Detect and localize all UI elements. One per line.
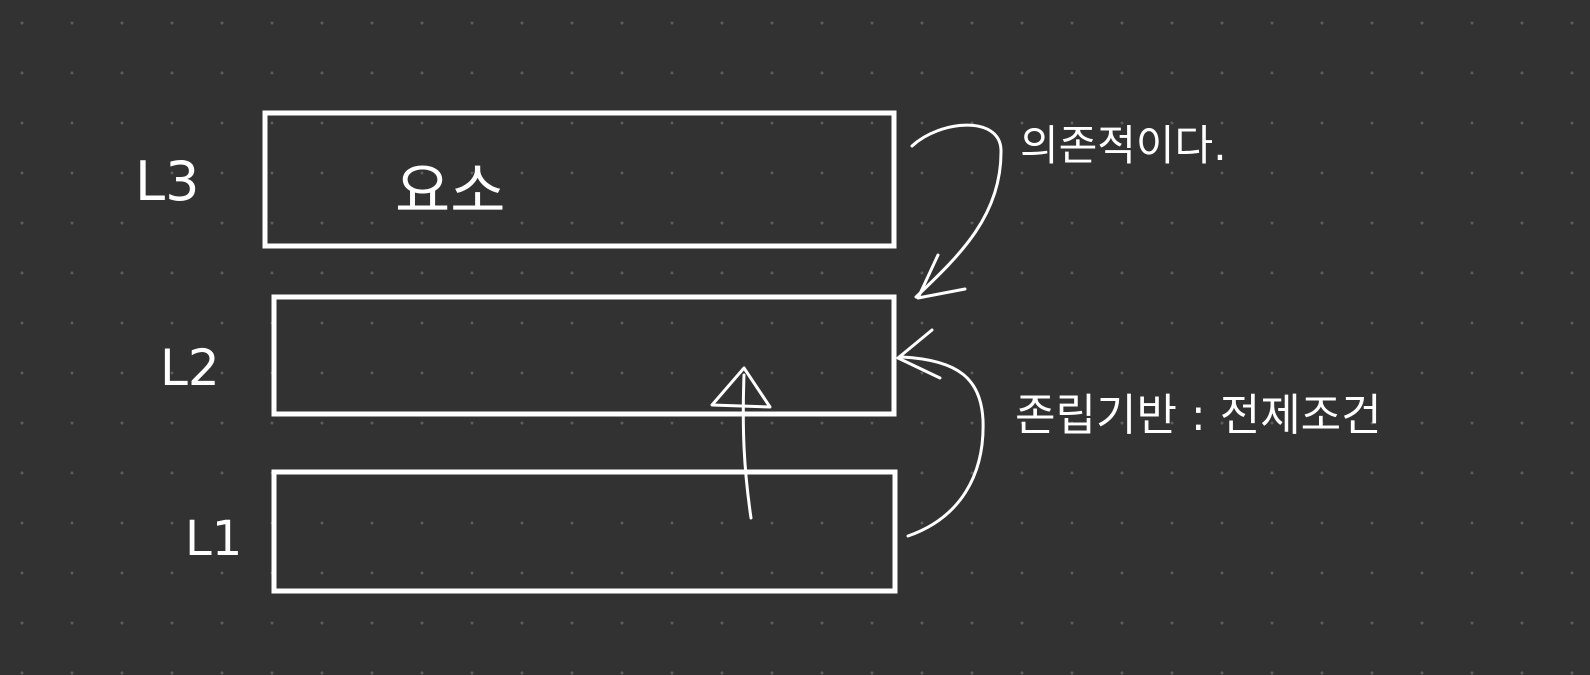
- annotation-dependency: 의존적이다.: [1020, 121, 1227, 170]
- upward-arrow-line: [741, 373, 753, 520]
- dependency-arrow-head: [916, 253, 967, 300]
- dependency-arrow-line: [910, 123, 1003, 299]
- upward-arrow-head: [710, 366, 772, 409]
- layer-label-l1: L1: [185, 511, 242, 567]
- foundation-arrow-head: [896, 328, 942, 380]
- annotation-foundation: 존립기반 : 전제조건: [1015, 390, 1382, 441]
- foundation-arrow-line: [900, 355, 985, 538]
- layer-box-l1: [271, 469, 898, 594]
- layer-box-l3: [262, 110, 897, 249]
- layer-content-l3: 요소: [395, 157, 505, 227]
- layer-label-l3: L3: [135, 150, 199, 213]
- layer-box-l2: [271, 294, 897, 417]
- layer-label-l2: L2: [160, 339, 220, 397]
